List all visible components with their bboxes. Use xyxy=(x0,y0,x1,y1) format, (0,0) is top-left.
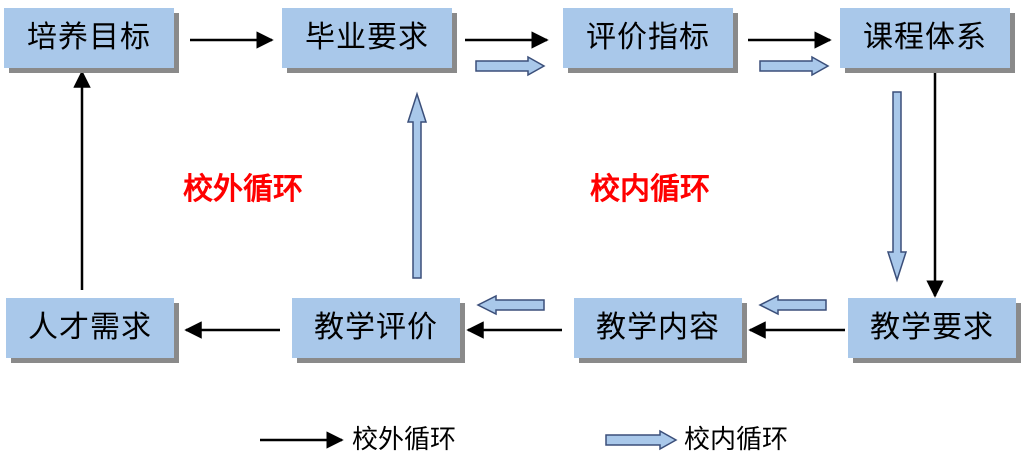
node-teaching-evaluation: 教学评价 xyxy=(292,298,460,358)
node-teaching-requirement: 教学要求 xyxy=(848,298,1016,358)
legend-inner-label: 校内循环 xyxy=(684,425,789,455)
inner-arrow-eval-to-graduation xyxy=(406,91,428,279)
inner-arrow-content-to-eval xyxy=(476,294,545,316)
node-evaluation-indicators: 评价指标 xyxy=(563,8,733,68)
inner-arrow-teaching-req-to-content xyxy=(758,294,827,316)
legend-outer-label: 校外循环 xyxy=(352,425,457,455)
inner-loop-label: 校内循环 xyxy=(590,172,710,207)
inner-arrow-curriculum-to-teaching-req xyxy=(886,91,908,283)
node-graduation-requirement: 毕业要求 xyxy=(282,8,452,68)
inner-arrow-indicators-to-curriculum xyxy=(759,55,830,77)
node-teaching-content: 教学内容 xyxy=(574,298,742,358)
node-curriculum-system: 课程体系 xyxy=(840,8,1010,68)
inner-arrow-graduation-to-indicators xyxy=(475,55,546,77)
outer-loop-label: 校外循环 xyxy=(183,172,303,207)
legend-inner-arrow xyxy=(605,429,678,451)
node-training-goal: 培养目标 xyxy=(4,8,174,68)
node-talent-demand: 人才需求 xyxy=(6,298,174,358)
